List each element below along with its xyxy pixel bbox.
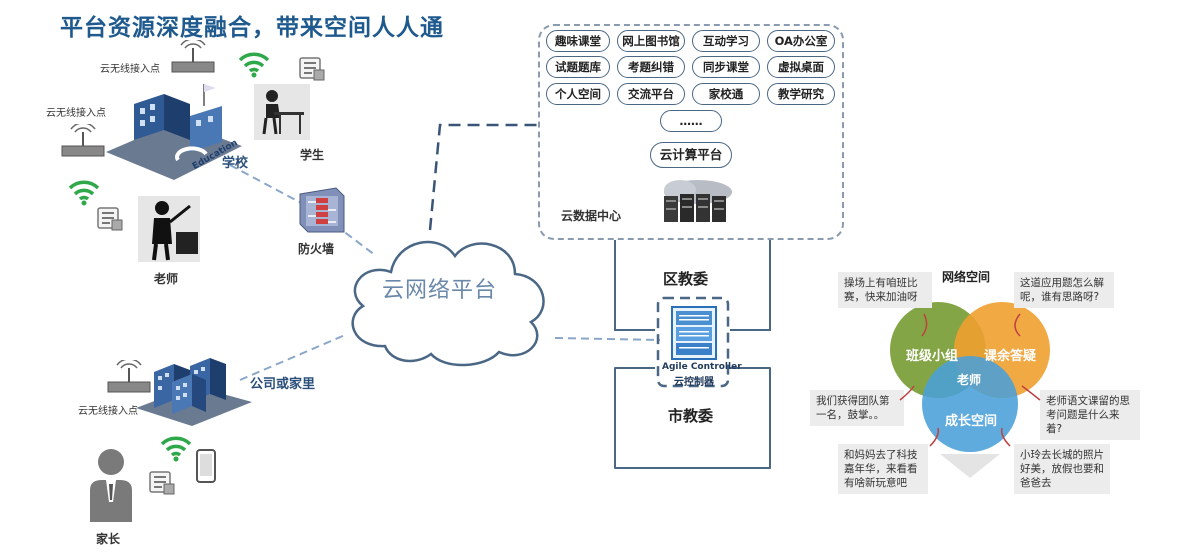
service-pill[interactable]: OA办公室 [767, 30, 835, 52]
cloud-controller-label: 云控制器 [674, 377, 714, 388]
service-pill[interactable]: 互动学习 [692, 30, 760, 52]
datacenter-frame [538, 24, 844, 240]
wifi-icon [238, 52, 270, 78]
venn-label-center: 老师 [957, 373, 982, 387]
school-firewall-link [229, 164, 306, 206]
cloud-controller-link [554, 337, 661, 341]
page-title: 平台资源深度融合，带来空间人人通 [60, 15, 444, 41]
wifi-icon [160, 436, 192, 462]
ap-label: 云无线接入点 [46, 108, 106, 119]
cloud-platform-pill[interactable]: 云计算平台 [650, 142, 732, 168]
comment-bubble: 我们获得团队第一名，鼓掌。。 [810, 390, 904, 426]
venn-diagram [890, 302, 1050, 478]
service-pill[interactable]: 教学研究 [767, 83, 835, 105]
network-space-title: 网络空间 [942, 270, 991, 284]
school-label: 学校 [222, 156, 249, 171]
comment-bubble: 操场上有咱班比赛，快来加油呀 [838, 272, 932, 308]
ap-label: 云无线接入点 [100, 64, 160, 75]
wireless-ap-icon [61, 124, 105, 157]
teacher-label: 老师 [154, 272, 179, 286]
student-icon [254, 84, 310, 140]
service-pill[interactable]: 同步课堂 [692, 56, 760, 78]
company-home-label: 公司或家里 [250, 377, 316, 392]
school-building-icon [106, 84, 242, 180]
cloud-datacenter-link [428, 123, 540, 231]
controller-device-icon [671, 306, 717, 360]
comment-bubble: 老师语文课留的思考问题是什么来着? [1040, 390, 1140, 440]
cloud-datacenter-label: 云数据中心 [561, 209, 622, 223]
comment-bubble: 小玲去长城的照片好美，放假也要和爸爸去 [1014, 444, 1110, 494]
cloud-network-label: 云网络平台 [382, 278, 498, 303]
wireless-ap-icon [107, 360, 151, 393]
server-rack-icon [664, 180, 732, 222]
ap-label: 云无线接入点 [78, 406, 138, 417]
cloud-network-icon [351, 240, 545, 367]
service-pill[interactable]: 交流平台 [617, 83, 685, 105]
service-pill[interactable]: 趣味课堂 [546, 30, 610, 52]
card-terminal-icon [299, 57, 325, 81]
comment-bubble: 这道应用题怎么解呢，谁有思路呀? [1014, 272, 1114, 308]
service-pill[interactable]: 个人空间 [546, 83, 610, 105]
wifi-icon [68, 180, 100, 206]
service-ellipsis: …… [660, 110, 722, 132]
venn-label-left: 班级小组 [906, 349, 959, 364]
agile-controller-label: Agile Controller [662, 362, 742, 372]
bubble-connectors [899, 313, 1041, 447]
teacher-icon [138, 196, 200, 262]
apartment-building-icon [136, 358, 252, 426]
parent-label: 家长 [96, 532, 121, 546]
city-edu-label: 市教委 [668, 407, 714, 425]
service-pill[interactable]: 家校通 [692, 83, 760, 105]
firewall-label: 防火墙 [298, 242, 335, 256]
card-terminal-icon [149, 471, 175, 495]
service-pill[interactable]: 虚拟桌面 [767, 56, 835, 78]
firewall-icon [299, 187, 345, 233]
service-pill[interactable]: 试题题库 [546, 56, 610, 78]
phone-icon [196, 449, 216, 483]
venn-label-right: 课余答疑 [984, 349, 1037, 364]
parent-icon [90, 449, 132, 522]
comment-bubble: 和妈妈去了科技嘉年华，来看看有啥新玩意吧 [838, 444, 928, 494]
firewall-cloud-link [334, 224, 376, 256]
service-pill[interactable]: 考题纠错 [617, 56, 685, 78]
home-cloud-link [239, 334, 346, 381]
student-label: 学生 [300, 148, 325, 162]
card-terminal-icon [97, 207, 123, 231]
district-edu-label: 区教委 [663, 270, 709, 288]
venn-label-bottom: 成长空间 [945, 414, 998, 429]
service-pill[interactable]: 网上图书馆 [617, 30, 685, 52]
wireless-ap-icon [171, 40, 215, 73]
